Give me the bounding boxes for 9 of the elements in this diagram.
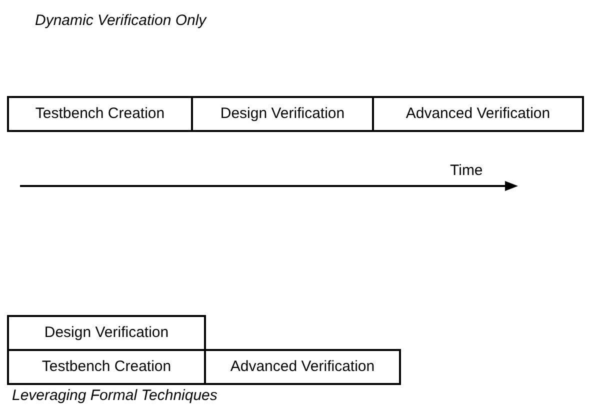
- process-box: Testbench Creation: [7, 349, 206, 385]
- process-box: Design Verification: [191, 96, 374, 132]
- process-box: Design Verification: [7, 315, 206, 351]
- axis-label: Time: [450, 161, 483, 181]
- process-box: Testbench Creation: [7, 96, 193, 132]
- section-heading: Leveraging Formal Techniques: [12, 386, 218, 405]
- process-box: Advanced Verification: [204, 349, 401, 385]
- section-heading: Dynamic Verification Only: [35, 11, 206, 31]
- process-box: Advanced Verification: [372, 96, 584, 132]
